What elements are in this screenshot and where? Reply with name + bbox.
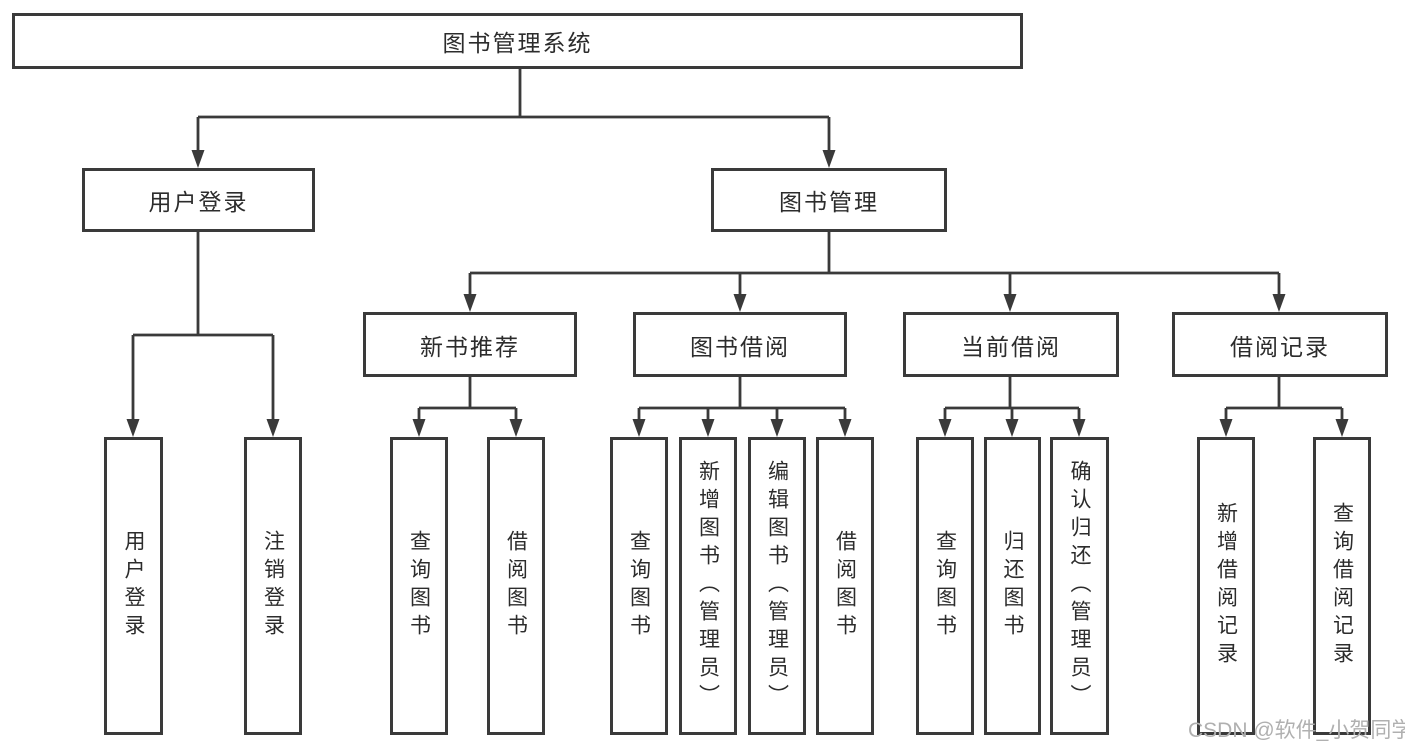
leaf-borrow-books-borrow-label: 借阅图书 (833, 530, 857, 642)
node-book-management-module: 图书管理 (711, 168, 947, 232)
node-user-login-module: 用户登录 (82, 168, 315, 232)
leaf-query-books-current: 查询图书 (916, 437, 974, 735)
leaf-query-borrow-record: 查询借阅记录 (1313, 437, 1371, 735)
node-new-book-recommend-label: 新书推荐 (420, 333, 520, 360)
leaf-add-book-admin: 新增图书（管理员） (679, 437, 737, 735)
node-root-library-system: 图书管理系统 (12, 13, 1023, 69)
leaf-edit-book-admin: 编辑图书（管理员） (748, 437, 806, 735)
leaf-add-book-admin-label: 新增图书（管理员） (696, 460, 720, 712)
node-new-book-recommend: 新书推荐 (363, 312, 577, 377)
leaf-logout-login-label: 注销登录 (261, 530, 285, 642)
node-book-management-module-label: 图书管理 (779, 189, 879, 215)
leaf-borrow-books-recommend: 借阅图书 (487, 437, 545, 735)
node-root-label: 图书管理系统 (442, 30, 593, 56)
leaf-query-books-recommend-label: 查询图书 (407, 530, 431, 642)
leaf-return-books: 归还图书 (984, 437, 1041, 735)
leaf-query-books-recommend: 查询图书 (390, 437, 448, 735)
leaf-user-login-label: 用户登录 (122, 530, 145, 642)
watermark-text: CSDN @软件_小贺同学 (1188, 719, 1405, 742)
node-book-borrow-label: 图书借阅 (690, 333, 790, 360)
leaf-confirm-return-admin: 确认归还（管理员） (1050, 437, 1109, 735)
leaf-borrow-books-borrow: 借阅图书 (816, 437, 874, 735)
leaf-query-borrow-record-label: 查询借阅记录 (1330, 502, 1354, 670)
leaf-logout-login: 注销登录 (244, 437, 302, 735)
node-borrow-records: 借阅记录 (1172, 312, 1388, 377)
leaf-borrow-books-recommend-label: 借阅图书 (504, 530, 528, 642)
leaf-add-borrow-record: 新增借阅记录 (1197, 437, 1255, 735)
node-book-borrow: 图书借阅 (633, 312, 847, 377)
leaf-add-borrow-record-label: 新增借阅记录 (1214, 502, 1238, 670)
leaf-query-books-borrow-label: 查询图书 (627, 530, 651, 642)
leaf-confirm-return-admin-label: 确认归还（管理员） (1068, 460, 1091, 712)
node-user-login-module-label: 用户登录 (148, 189, 249, 215)
node-current-borrow: 当前借阅 (903, 312, 1119, 377)
node-current-borrow-label: 当前借阅 (961, 333, 1061, 360)
leaf-user-login: 用户登录 (104, 437, 163, 735)
node-borrow-records-label: 借阅记录 (1230, 333, 1330, 360)
leaf-query-books-borrow: 查询图书 (610, 437, 668, 735)
leaf-return-books-label: 归还图书 (1001, 530, 1024, 642)
leaf-query-books-current-label: 查询图书 (933, 530, 957, 642)
leaf-edit-book-admin-label: 编辑图书（管理员） (765, 460, 789, 712)
